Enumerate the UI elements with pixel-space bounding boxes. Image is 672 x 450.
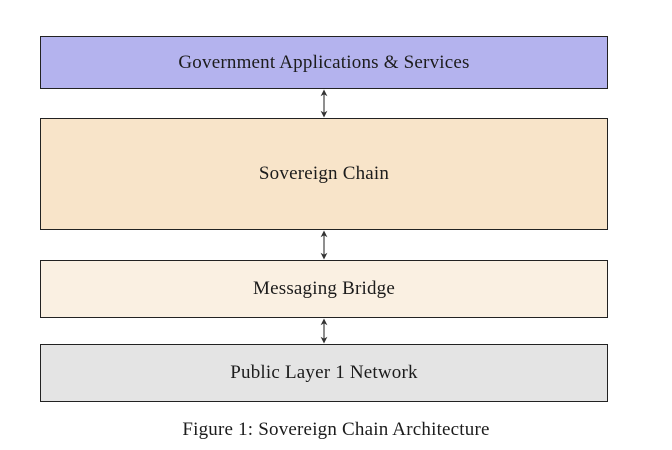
layer-public-layer-1-network: Public Layer 1 Network [40, 344, 608, 402]
layer-label: Government Applications & Services [178, 51, 470, 73]
bidirectional-arrow-icon [320, 318, 328, 344]
bidirectional-arrow-icon [320, 89, 328, 118]
figure-caption: Figure 1: Sovereign Chain Architecture [182, 419, 490, 440]
layer-label: Public Layer 1 Network [230, 362, 418, 383]
layer-label: Sovereign Chain [258, 163, 390, 184]
bidirectional-arrow-icon [320, 230, 328, 260]
layer-messaging-bridge: Messaging Bridge [40, 260, 608, 318]
layer-government-applications-services: Government Applications & Services [40, 36, 608, 89]
layer-label: Messaging Bridge [253, 278, 395, 299]
layer-sovereign-chain: Sovereign Chain [40, 118, 608, 230]
